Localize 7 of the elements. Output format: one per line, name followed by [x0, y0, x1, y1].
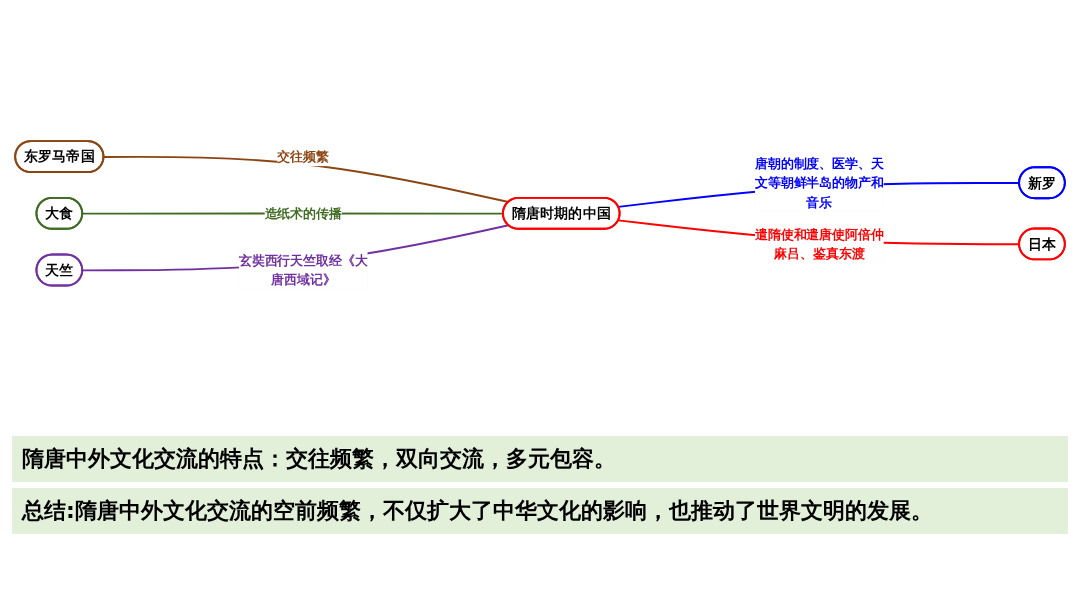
edge-label: 造纸术的传播: [264, 205, 342, 221]
note-text: 总结:隋唐中外文化交流的空前频繁，不仅扩大了中华文化的影响，也推动了世界文明的发展。: [12, 488, 1068, 534]
edge-label: 玄奘西行天竺取经《大唐西域记》: [238, 252, 368, 288]
note-text: 隋唐中外文化交流的特点：交往频繁，双向交流，多元包容。: [12, 436, 1068, 482]
edge-label: 唐朝的制度、医学、天文等朝鲜半岛的物产和音乐: [754, 155, 884, 210]
edge-label: 交往频繁: [277, 148, 329, 165]
edge-label: 遣隋使和遣唐使阿倍仲麻吕、鉴真东渡: [754, 226, 884, 262]
